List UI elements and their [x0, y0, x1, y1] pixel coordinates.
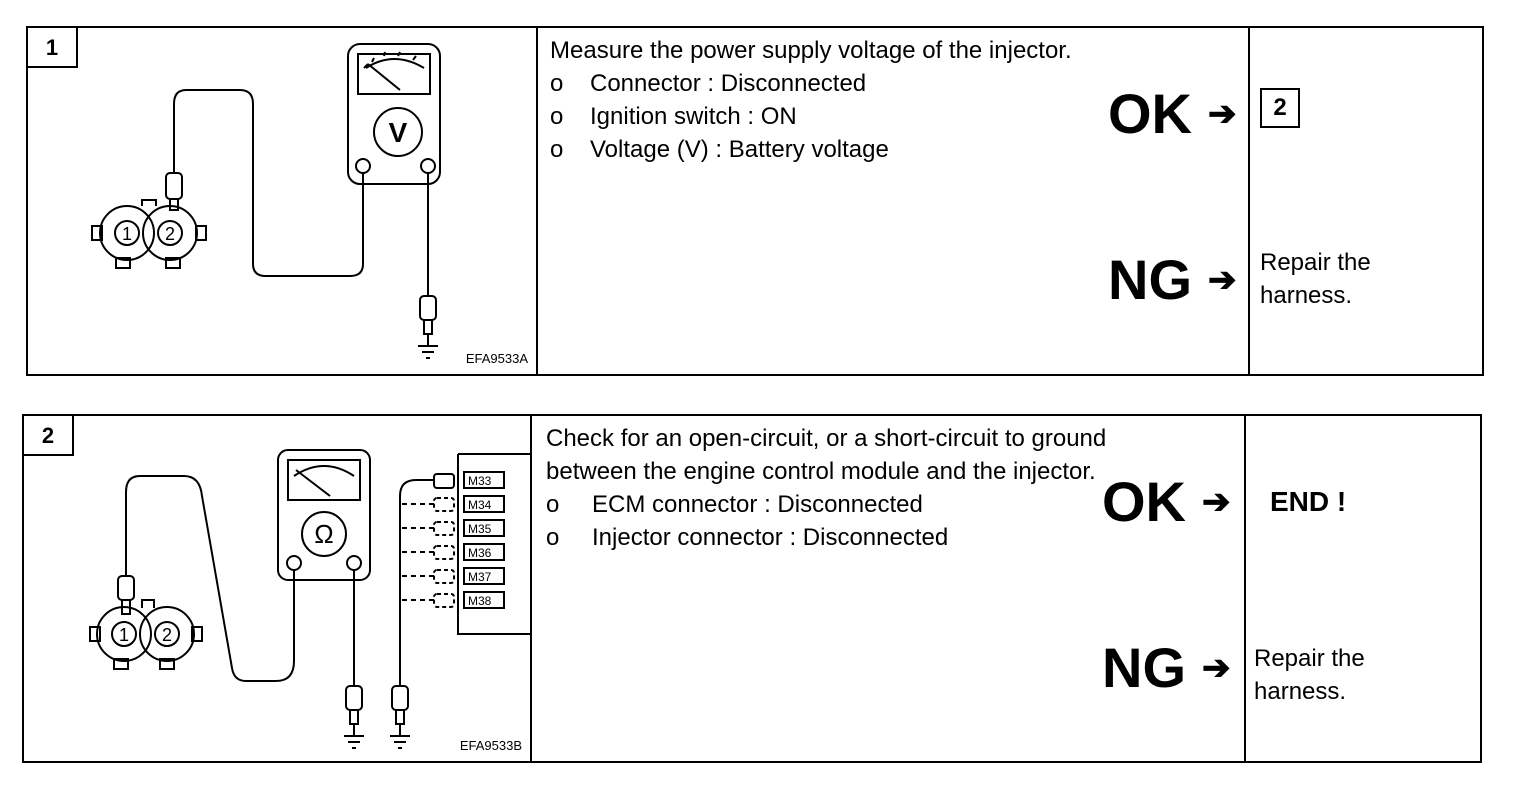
step-2-description: Check for an open-circuit, or a short-ci…	[532, 416, 1246, 761]
step-2-results: END ! Repair the harness.	[1246, 416, 1480, 761]
ok-label: OK	[1108, 82, 1192, 145]
figure-code: EFA9533A	[465, 351, 528, 366]
step-number: 1	[28, 28, 78, 68]
ng-label: NG	[1102, 636, 1186, 699]
goto-step-2-box: 2	[1260, 88, 1300, 128]
ok-arrow-icon: ➔	[1208, 95, 1237, 133]
step-1-description: Measure the power supply voltage of the …	[538, 28, 1250, 374]
ok-label: OK	[1102, 470, 1186, 533]
step-2-figure: 2	[24, 416, 532, 761]
description-text: Measure the power supply voltage of the …	[550, 34, 1110, 166]
ng-result: Repair the harness.	[1260, 249, 1371, 309]
ok-arrow-icon: ➔	[1202, 483, 1231, 521]
step-number: 2	[24, 416, 74, 456]
description-lead: Check for an open-circuit, or a short-ci…	[546, 425, 1107, 485]
ok-result-end: END !	[1270, 486, 1347, 517]
ng-arrow-icon: ➔	[1208, 261, 1237, 299]
description-text: Check for an open-circuit, or a short-ci…	[546, 422, 1116, 554]
step-1-table: 1	[26, 26, 1484, 376]
ng-result: Repair the harness.	[1254, 645, 1365, 705]
voltmeter-diagram	[91, 43, 441, 359]
step-1-figure: 1	[28, 28, 538, 374]
description-lead: Measure the power supply voltage of the …	[550, 37, 1072, 64]
figure-code: EFA9533B	[459, 738, 522, 753]
step-1-results: 2 Repair the harness.	[1250, 28, 1482, 374]
ng-arrow-icon: ➔	[1202, 649, 1231, 687]
ng-label: NG	[1108, 248, 1192, 311]
step-2-table: 2	[22, 414, 1482, 763]
ohmmeter-diagram	[89, 449, 530, 749]
